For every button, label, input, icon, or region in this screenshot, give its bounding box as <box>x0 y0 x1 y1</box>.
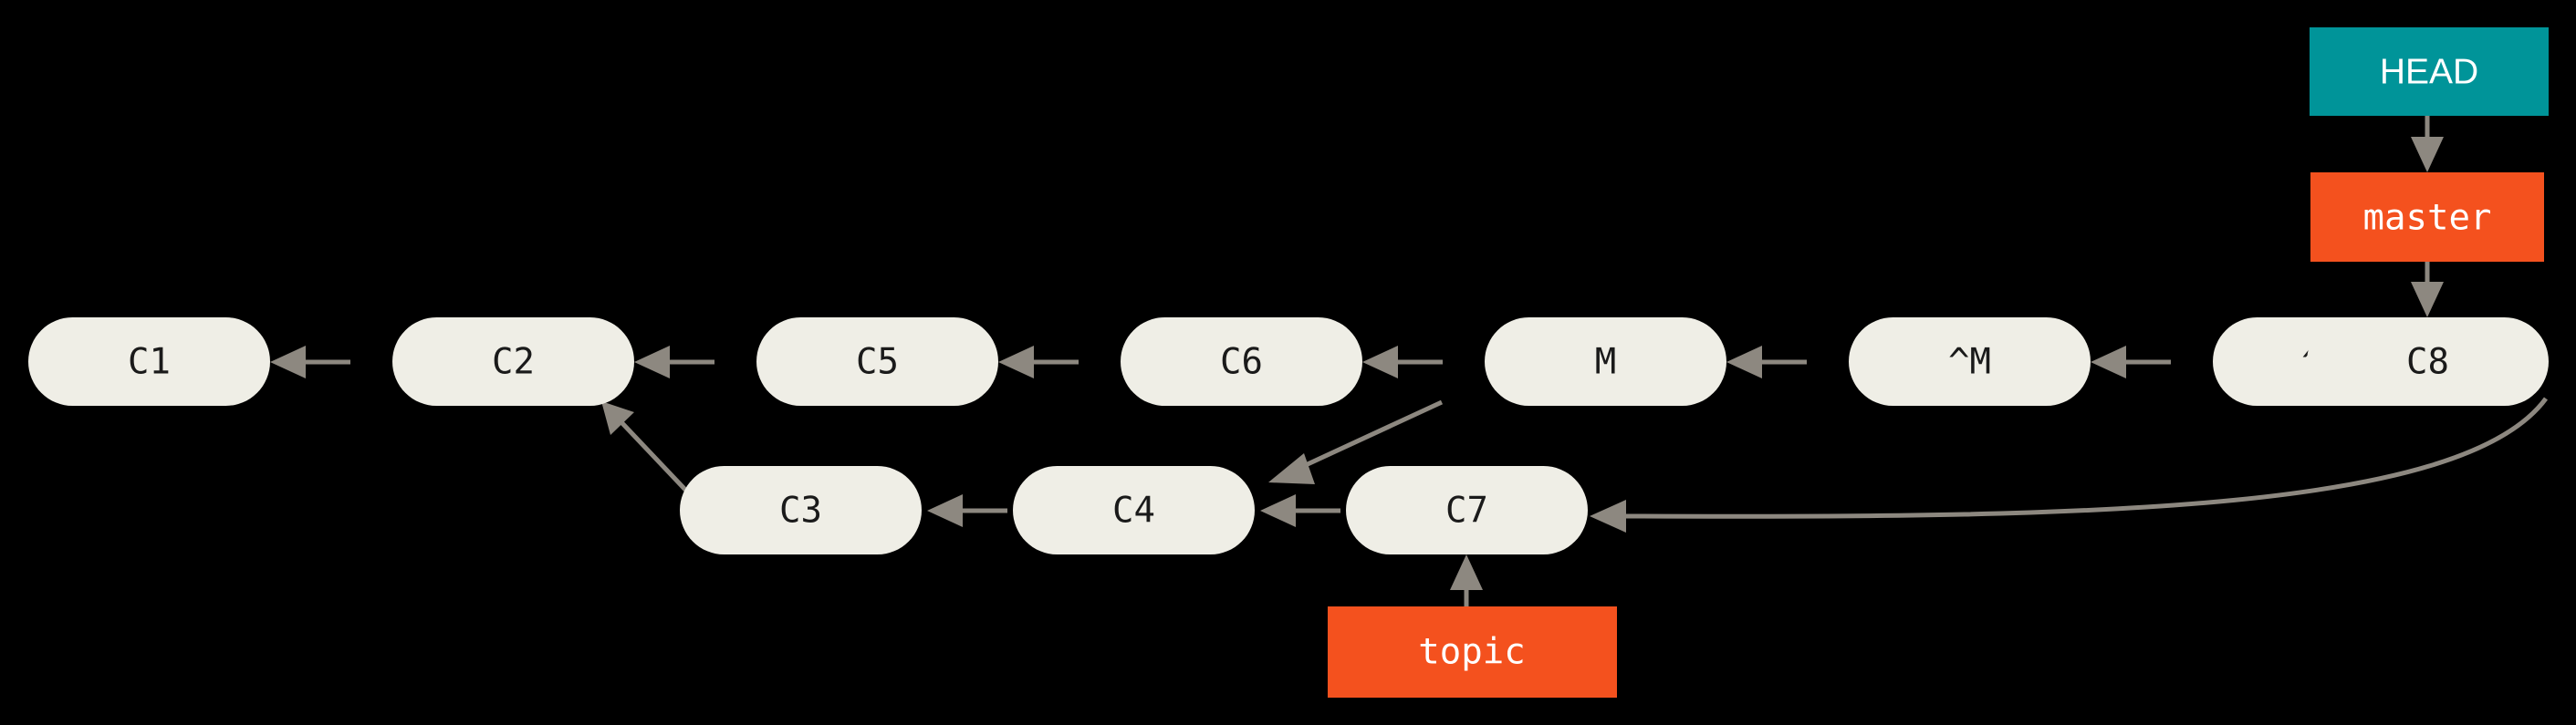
commit-node-caret-m[interactable]: ^M <box>1849 317 2091 406</box>
commit-label-caret-m: ^M <box>1948 342 1991 383</box>
commit-shape-c3 <box>680 466 922 554</box>
commit-node-c6[interactable]: C6 <box>1121 317 1362 406</box>
edge-head-to-master <box>2411 116 2444 172</box>
commit-node-c3[interactable]: C3 <box>680 466 922 554</box>
commit-node-c1[interactable]: C1 <box>28 317 270 406</box>
ref-shape-head <box>2310 27 2549 116</box>
commit-node-c2[interactable]: C2 <box>392 317 634 406</box>
edge-c7-to-c4 <box>1260 494 1340 527</box>
commit-node-c7[interactable]: C7 <box>1346 466 1588 554</box>
commit-label-c2: C2 <box>492 342 535 383</box>
commit-shape-c1 <box>28 317 270 406</box>
commit-shape-m <box>1485 317 1726 406</box>
edge-c5-to-c2 <box>634 346 714 378</box>
ref-layer: HEAD master topic <box>1328 27 2549 698</box>
edge-master-to-c8 <box>2411 262 2444 317</box>
commit-label-c4: C4 <box>1112 491 1155 532</box>
commit-label-c3: C3 <box>779 491 822 532</box>
ref-shape-master <box>2310 172 2544 262</box>
ref-label-master: master <box>2363 198 2492 239</box>
ref-shape-topic <box>1328 606 1617 698</box>
commit-shape-c4 <box>1013 466 1255 554</box>
edge-caret-caret-m-to-caret-m <box>2091 346 2171 378</box>
edge-c8-to-c7 <box>1590 397 2549 533</box>
commit-shape-c7 <box>1346 466 1588 554</box>
ref-box-topic[interactable]: topic <box>1328 606 1617 698</box>
ref-label-head: HEAD <box>2380 52 2478 91</box>
commit-node-m[interactable]: M <box>1485 317 1726 406</box>
edge-c2-to-c1 <box>270 346 350 378</box>
edge-c3-to-c2 <box>601 401 688 492</box>
commit-label-c1: C1 <box>128 342 171 383</box>
commit-node-c8[interactable]: C8 <box>2307 317 2549 406</box>
commit-label-c7: C7 <box>1445 491 1488 532</box>
commit-node-c4[interactable]: C4 <box>1013 466 1255 554</box>
edge-topic-to-c7 <box>1450 554 1483 606</box>
commit-shape-c2 <box>392 317 634 406</box>
commit-label-c5: C5 <box>856 342 899 383</box>
commit-shape-c8 <box>2307 317 2549 406</box>
edge-m-to-c4 <box>1268 399 1444 484</box>
edge-caret-m-to-m <box>1726 346 1807 378</box>
bottom-row-commits: C3 C4 C7 <box>680 466 1588 554</box>
commit-label-c8: C8 <box>2406 342 2449 383</box>
ref-label-topic: topic <box>1418 632 1525 673</box>
commit-shape-c5 <box>756 317 998 406</box>
edge-c4-to-c3 <box>927 494 1007 527</box>
commit-shape-c6 <box>1121 317 1362 406</box>
edge-m-to-c6 <box>1362 346 1443 378</box>
edge-c6-to-c5 <box>998 346 1079 378</box>
ref-box-master[interactable]: master <box>2310 172 2544 262</box>
ref-box-head[interactable]: HEAD <box>2310 27 2549 116</box>
commit-label-c6: C6 <box>1220 342 1263 383</box>
commit-label-m: M <box>1595 342 1616 383</box>
commit-shape-caret-m <box>1849 317 2091 406</box>
commit-node-c5[interactable]: C5 <box>756 317 998 406</box>
top-row-commits: C1 C2 C5 C6 M ^M <box>28 317 2549 406</box>
